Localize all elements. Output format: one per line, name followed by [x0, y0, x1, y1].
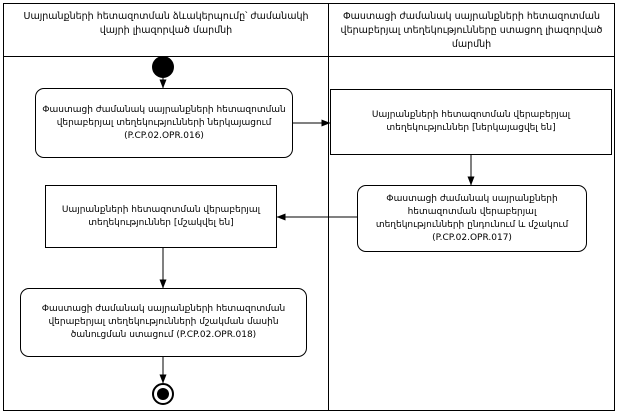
- lane-title-right: Փաստացի ժամանակ սայրանքների հետազոտման վ…: [340, 11, 603, 50]
- node-action-receive-notice[interactable]: Փաստացի ժամանակ սայրանքների հետազոտման վ…: [20, 288, 307, 357]
- initial-node: [152, 56, 174, 78]
- node-object-info-submitted-label: Սայրանքների հետազոտման վերաբերյալ տեղեկո…: [371, 110, 571, 133]
- node-object-info-processed-label: Սայրանքների հետազոտման վերաբերյալ տեղեկո…: [61, 204, 261, 228]
- node-action-receive-notice-label: Փաստացի ժամանակ սայրանքների հետազոտման վ…: [41, 304, 286, 340]
- node-action-receive-process[interactable]: Փաստացի ժամանակ սայրանքների հետազոտման վ…: [357, 185, 587, 252]
- node-action-receive-process-label: Փաստացի ժամանակ սայրանքների հետազոտման վ…: [375, 193, 569, 243]
- lane-title-left: Սայրանքների հետազոտման ձևակերպումը՝ ժամա…: [23, 11, 309, 36]
- final-node-inner: [157, 388, 169, 400]
- diagram-frame: [3, 3, 615, 411]
- lane-header-divider-right: [329, 56, 614, 57]
- node-object-info-submitted[interactable]: Սայրանքների հետազոտման վերաբերյալ տեղեկո…: [330, 89, 612, 155]
- lane-divider-vertical: [328, 4, 329, 410]
- node-action-submit-info[interactable]: Փաստացի ժամանակ սայրանքների հետազոտման վ…: [35, 88, 293, 158]
- final-node: [152, 383, 174, 405]
- node-object-info-processed[interactable]: Սայրանքների հետազոտման վերաբերյալ տեղեկո…: [45, 185, 277, 248]
- node-action-submit-info-label: Փաստացի ժամանակ սայրանքների հետազոտման վ…: [42, 104, 286, 141]
